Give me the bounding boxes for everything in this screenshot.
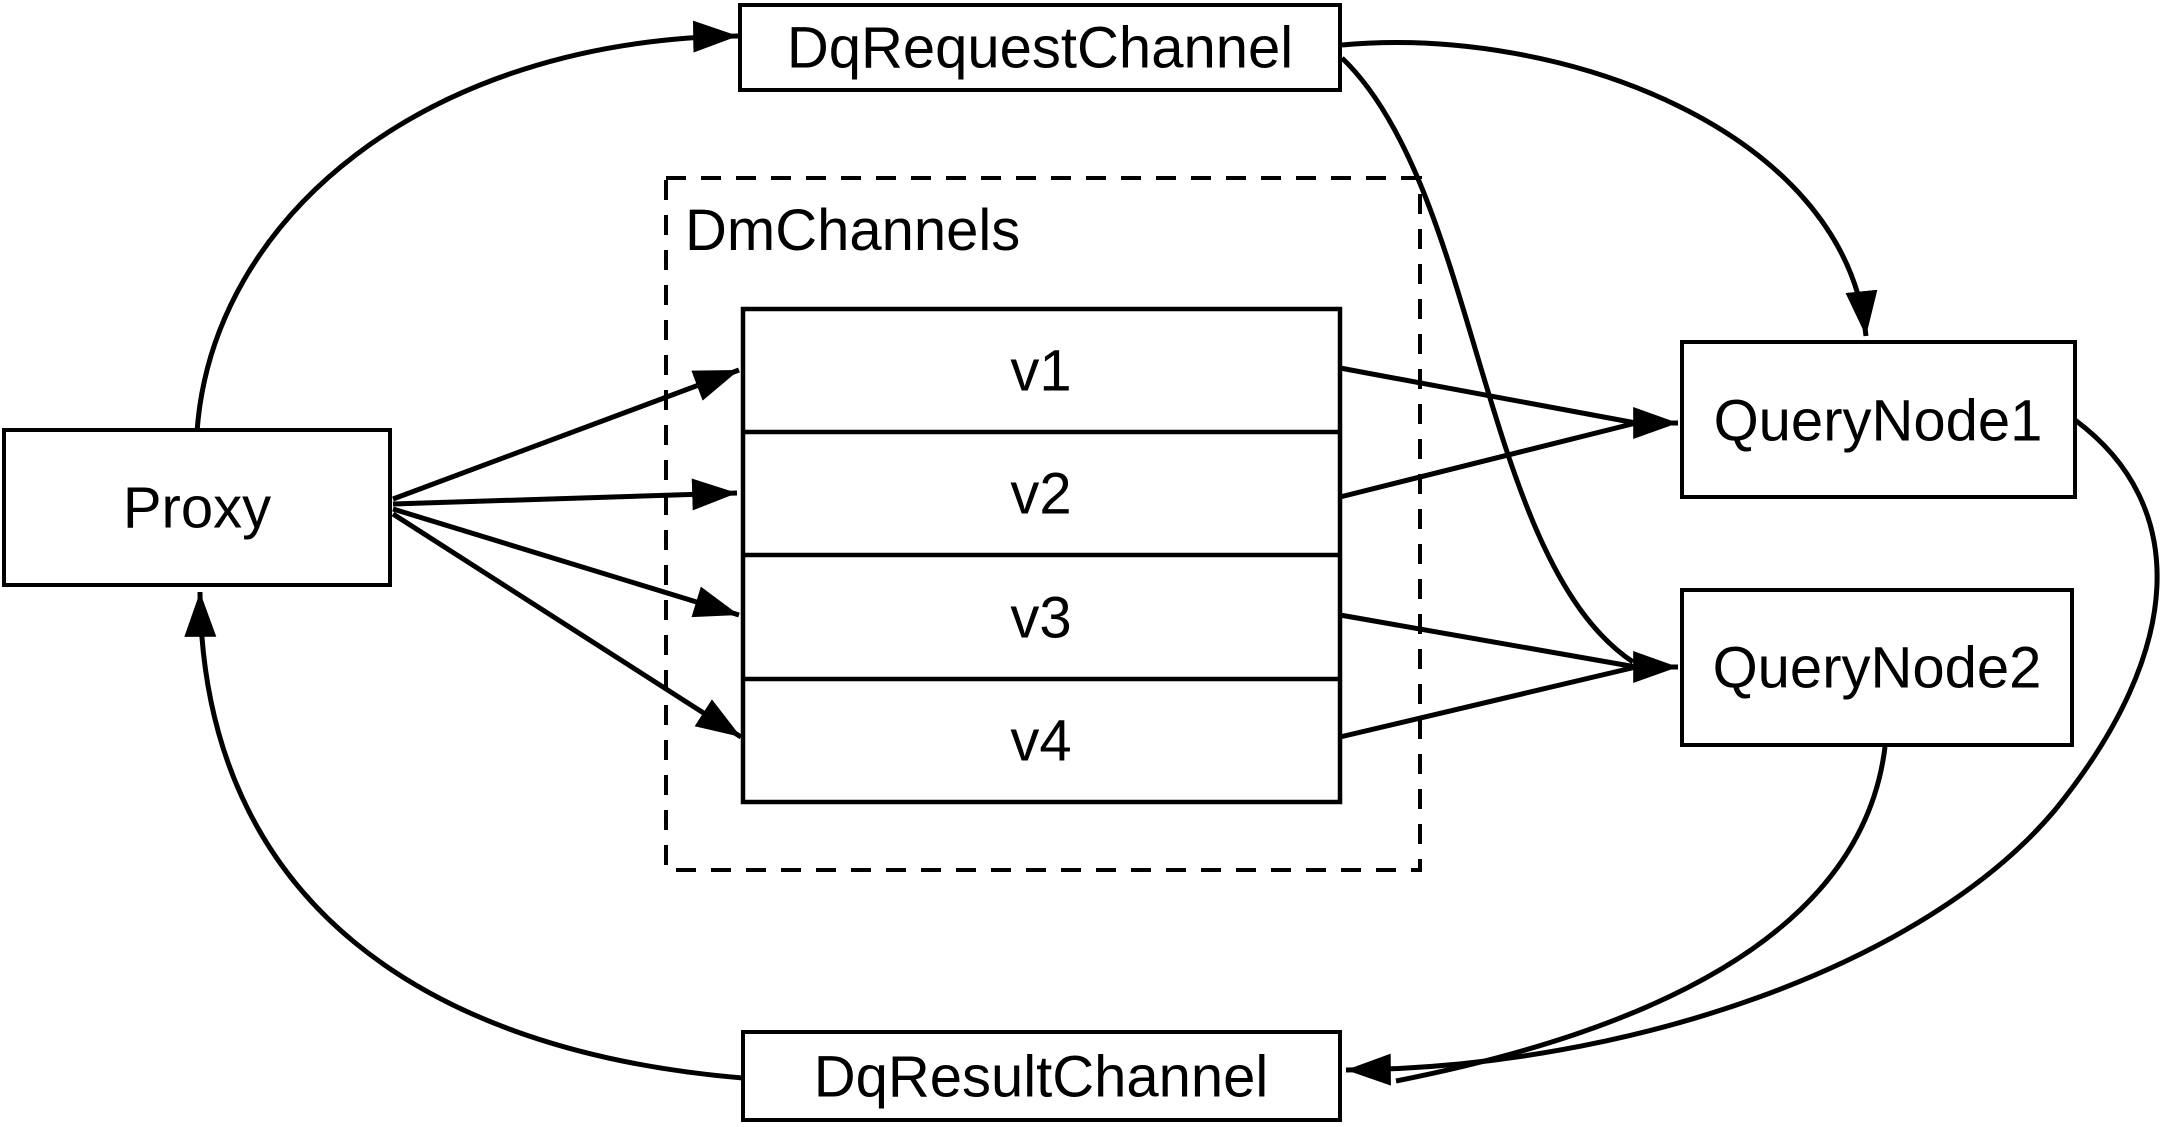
edge-querynode2-to-dqresultchannel — [1395, 746, 1888, 1084]
edge-v2-to-querynode1 — [1339, 420, 1637, 500]
dq-result-channel-box — [741, 1030, 1342, 1122]
group-dm-channels: DmChannels v1 v2 v3 v4 — [664, 176, 1422, 872]
proxy-label: Proxy — [123, 475, 271, 540]
dq-request-channel-label: DqRequestChannel — [787, 15, 1293, 80]
dm-channels-table: v1 v2 v3 v4 — [740, 306, 1343, 805]
row-v3-label: v3 — [1010, 585, 1071, 650]
node-dq-result-channel: DqResultChannel — [741, 1030, 1342, 1122]
edge-dqresultchannel-to-proxy — [184, 591, 744, 1081]
query-node-2-box — [1680, 588, 2074, 747]
row-v2-label: v2 — [1010, 461, 1071, 526]
proxy-box — [2, 428, 392, 587]
edge-proxy-to-v1 — [392, 367, 740, 502]
node-query-node-2: QueryNode2 — [1680, 588, 2074, 747]
dm-channels-label: DmChannels — [685, 198, 1020, 263]
row-v1-label: v1 — [1010, 338, 1071, 403]
row-v4-label: v4 — [1010, 708, 1071, 773]
edge-proxy-to-v4 — [391, 511, 743, 740]
edge-proxy-to-v3 — [392, 506, 740, 618]
edge-querynode1-to-dqresultchannel — [1345, 417, 2160, 1086]
node-proxy: Proxy — [2, 428, 392, 587]
edges-layer — [184, 20, 2160, 1086]
edge-v3-to-querynode2 — [1339, 612, 1637, 670]
edge-proxy-to-dqrequestchannel — [194, 20, 739, 433]
dq-result-channel-label: DqResultChannel — [814, 1044, 1269, 1109]
node-dq-request-channel: DqRequestChannel — [738, 3, 1342, 92]
dm-channels-dashed-box — [664, 176, 1422, 872]
edge-proxy-to-v2 — [392, 478, 738, 511]
node-query-node-1: QueryNode1 — [1680, 340, 2077, 499]
edge-dqrequestchannel-to-querynode1 — [1341, 40, 1878, 337]
dq-request-channel-box — [738, 3, 1342, 92]
edge-v4-to-querynode2 — [1339, 664, 1637, 740]
query-node-2-label: QueryNode2 — [1713, 635, 2042, 700]
edge-dqrequestchannel-to-querynode2 — [1340, 56, 1635, 665]
query-node-1-box — [1680, 340, 2077, 499]
query-node-1-label: QueryNode1 — [1714, 388, 2043, 453]
